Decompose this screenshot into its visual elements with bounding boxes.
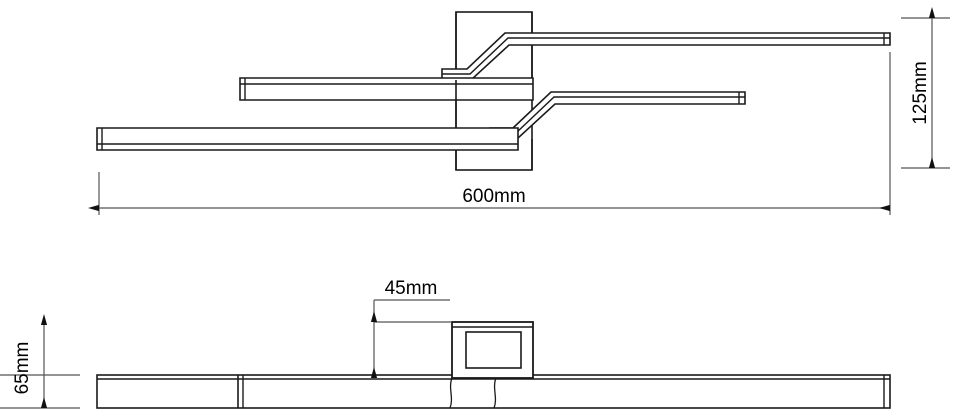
bar-upper-right-inner-edge (442, 37, 890, 75)
profile-break-line-right (493, 377, 497, 409)
bar-lower-left (96, 127, 519, 151)
profile-break-line-left (449, 377, 453, 409)
side-view-group (96, 321, 891, 409)
dimension-65mm: 65mm (0, 314, 80, 409)
dimension-600mm: 600mm (88, 52, 891, 215)
profile-bar-outline (96, 374, 891, 409)
top-view-group (96, 11, 891, 171)
dimension-label-125mm: 125mm (910, 61, 931, 124)
dimension-label-45mm: 45mm (385, 278, 438, 299)
bar-middle-left-body (239, 77, 534, 101)
dimension-label-600mm: 600mm (462, 186, 525, 207)
bar-middle-left (239, 77, 534, 101)
bar-lower-left-body (96, 127, 519, 151)
dimension-125mm: 125mm (901, 7, 950, 169)
dimension-label-65mm: 65mm (12, 342, 33, 395)
dimension-45mm: 45mm (370, 278, 452, 378)
mounting-box-inner-panel (465, 331, 522, 369)
